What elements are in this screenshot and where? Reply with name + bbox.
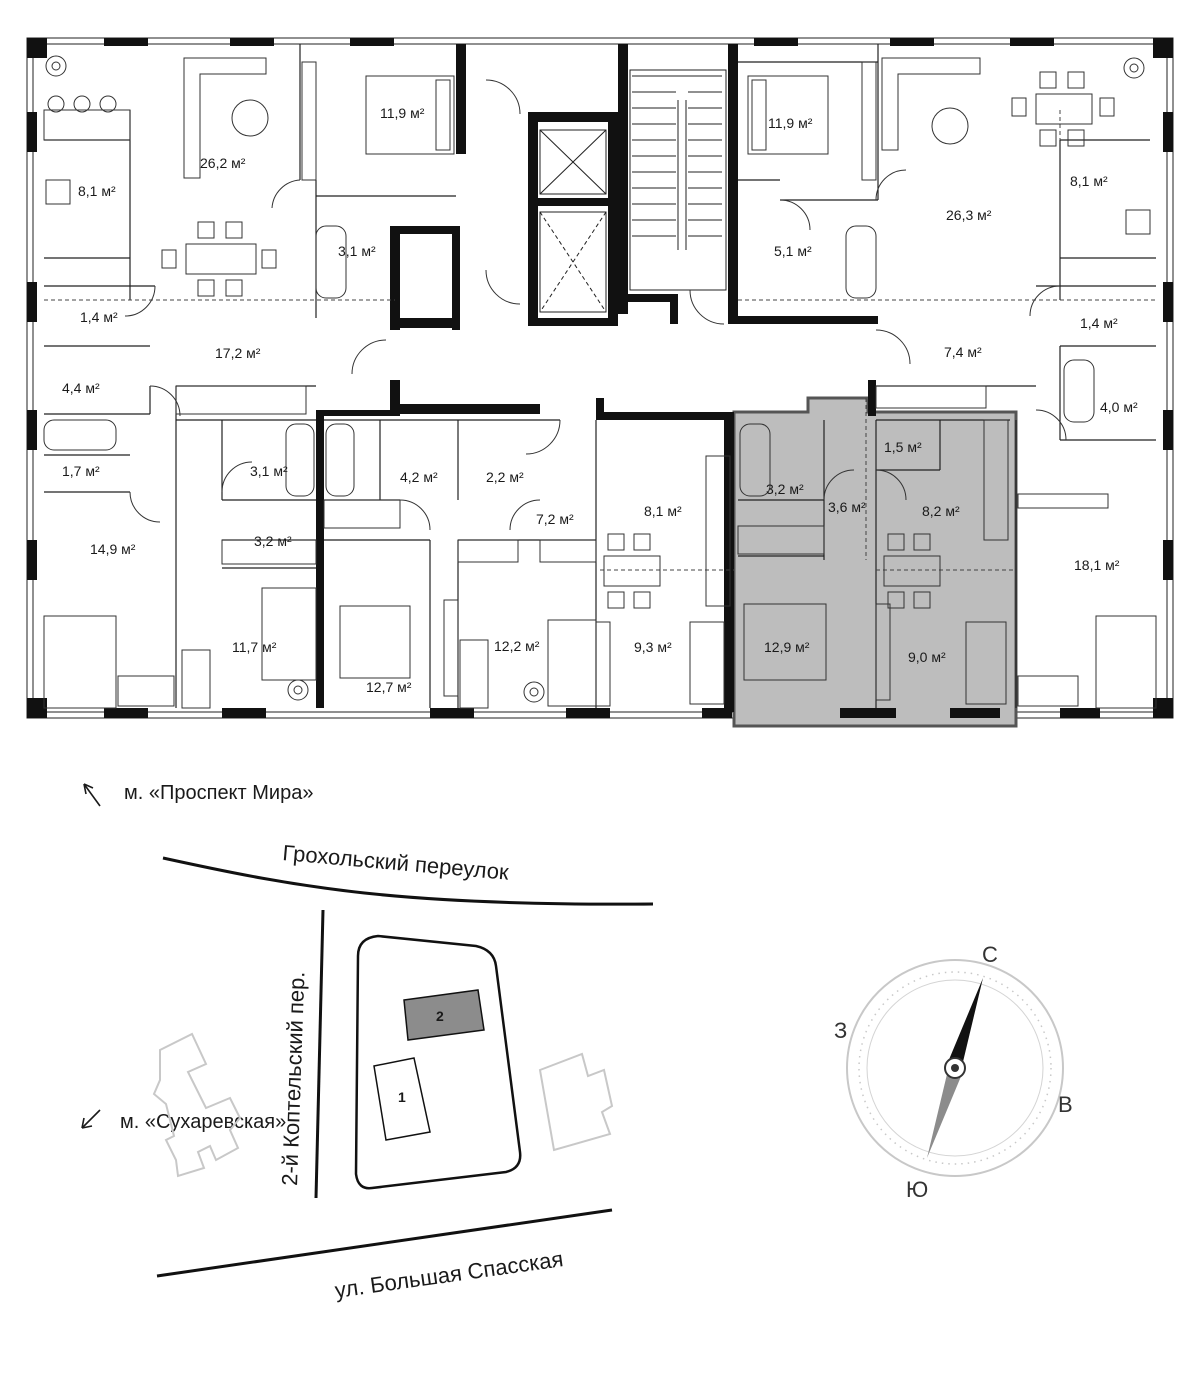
- exterior-walls: [27, 38, 1173, 718]
- room-area-label: 9,0 м²: [908, 649, 946, 665]
- compass-west-label: З: [834, 1018, 847, 1043]
- metro-station-label: м. «Сухаревская»: [120, 1111, 286, 1133]
- selected-apartment-highlight[interactable]: [732, 396, 1018, 728]
- building-2[interactable]: 2: [403, 989, 485, 1041]
- street-name-south: ул. Большая Спасская: [333, 1246, 565, 1303]
- room-area-label: 4,4 м²: [62, 380, 100, 396]
- room-area-label: 12,9 м²: [764, 639, 810, 655]
- room-area-label: 12,2 м²: [494, 638, 540, 654]
- metro-station-label: м. «Проспект Мира»: [124, 782, 313, 804]
- metro-south: м. «Сухаревская»: [81, 1109, 286, 1133]
- room-area-label: 14,9 м²: [90, 541, 136, 557]
- room-area-label: 2,2 м²: [486, 469, 524, 485]
- room-area-label: 26,2 м²: [200, 155, 246, 171]
- furniture: [43, 57, 1157, 709]
- room-area-label: 7,4 м²: [944, 344, 982, 360]
- compass: С Ю В З: [834, 942, 1073, 1202]
- room-area-label: 3,6 м²: [828, 499, 866, 515]
- room-area-label: 1,7 м²: [62, 463, 100, 479]
- room-area-label: 17,2 м²: [215, 345, 261, 361]
- street-line-south: [156, 1208, 613, 1278]
- staircase: [629, 69, 727, 291]
- room-area-label: 8,1 м²: [78, 183, 116, 199]
- room-area-label: 12,7 м²: [366, 679, 412, 695]
- building-1[interactable]: 1: [373, 1057, 431, 1141]
- site-map: Грохольский переулок 2-й Коптельский пер…: [152, 840, 654, 1303]
- room-area-label: 1,4 м²: [1080, 315, 1118, 331]
- compass-south-label: Ю: [906, 1177, 928, 1202]
- street-name-north: Грохольский переулок: [282, 840, 511, 885]
- structural-walls: [316, 44, 878, 712]
- building-number: 2: [436, 1008, 444, 1024]
- metro-north: м. «Проспект Мира»: [83, 782, 313, 807]
- room-area-label: 1,5 м²: [884, 439, 922, 455]
- room-area-label: 8,1 м²: [1070, 173, 1108, 189]
- door-swings: [124, 79, 1067, 531]
- room-area-label: 11,9 м²: [768, 115, 813, 131]
- room-area-label: 11,9 м²: [380, 105, 425, 121]
- room-area-label: 1,4 м²: [80, 309, 118, 325]
- room-area-label: 3,1 м²: [338, 243, 376, 259]
- room-area-label: 4,2 м²: [400, 469, 438, 485]
- room-labels: 26,2 м² 11,9 м² 8,1 м² 3,1 м² 1,4 м² 17,…: [62, 105, 1138, 695]
- compass-east-label: В: [1058, 1092, 1073, 1117]
- arrow-down-left-icon: [81, 1109, 101, 1129]
- neighbor-building-west: [152, 1032, 242, 1178]
- room-area-label: 3,1 м²: [250, 463, 288, 479]
- room-area-label: 8,1 м²: [644, 503, 682, 519]
- room-area-label: 3,2 м²: [766, 481, 804, 497]
- compass-north-label: С: [982, 942, 998, 967]
- room-area-label: 3,2 м²: [254, 533, 292, 549]
- room-area-label: 18,1 м²: [1074, 557, 1120, 573]
- floor-plan: 26,2 м² 11,9 м² 8,1 м² 3,1 м² 1,4 м² 17,…: [26, 37, 1174, 728]
- street-line-west: [314, 909, 325, 1199]
- building-number: 1: [398, 1089, 406, 1105]
- room-area-label: 11,7 м²: [232, 639, 277, 655]
- room-area-label: 5,1 м²: [774, 243, 812, 259]
- street-name-west: 2-й Коптельский пер.: [277, 971, 309, 1186]
- room-area-label: 26,3 м²: [946, 207, 992, 223]
- compass-needle-icon: [927, 978, 983, 1158]
- plant-icon: [45, 55, 1145, 703]
- street-line-north: [162, 856, 654, 906]
- site-boundary[interactable]: [354, 934, 522, 1190]
- room-area-label: 7,2 м²: [536, 511, 574, 527]
- room-area-label: 8,2 м²: [922, 503, 960, 519]
- arrow-up-left-icon: [83, 783, 101, 807]
- room-area-label: 4,0 м²: [1100, 399, 1138, 415]
- elevator-shafts: [539, 129, 607, 313]
- neighbor-building-east: [538, 1052, 614, 1152]
- room-area-label: 9,3 м²: [634, 639, 672, 655]
